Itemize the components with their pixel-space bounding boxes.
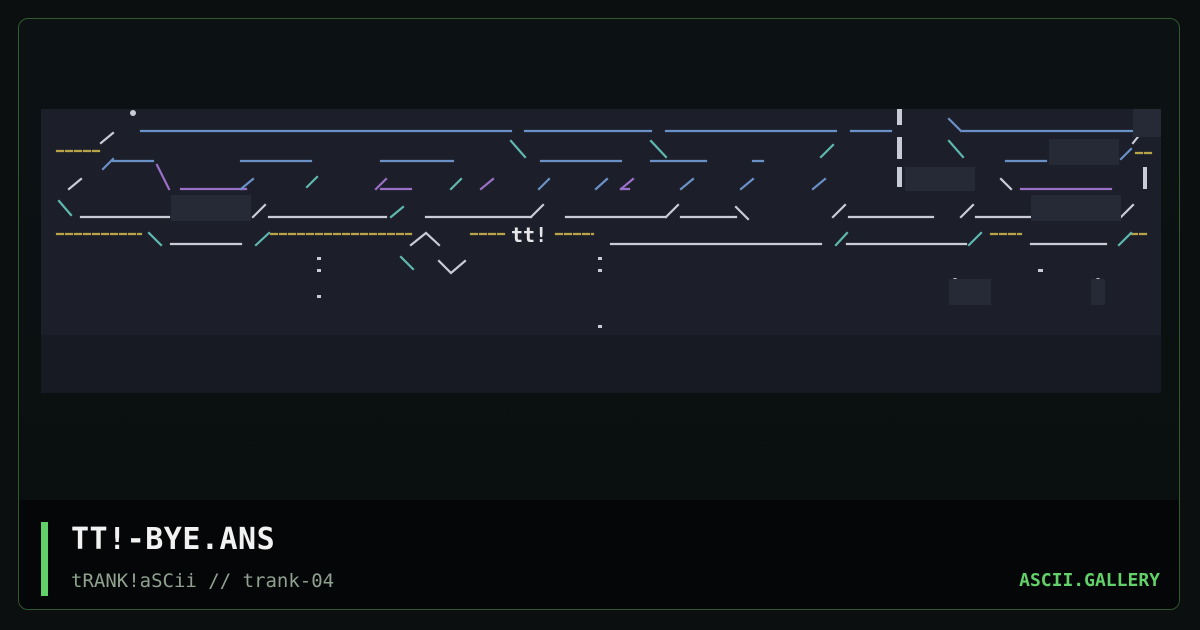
file-subtitle: tRANK!aSCii // trank-04 [71,570,335,592]
art-slashes-purple [155,163,635,191]
art-line-yellow-top [55,149,1155,155]
art-slashes-cyan [57,139,1133,271]
art-slashes-white [67,131,1143,275]
artwork-lower-band [41,335,1161,393]
art-embedded-text: tt! [511,223,547,247]
file-title: TT!-BYE.ANS [71,522,276,557]
art-slashes-blue [101,117,1133,191]
art-dots [130,109,1147,328]
accent-bar [41,522,48,596]
ascii-art-lines: tt! [55,109,1161,328]
card-footer: TT!-BYE.ANS tRANK!aSCii // trank-04 ASCI… [19,500,1179,609]
preview-card: tt! TT!-BYE.ANS tRANK!aSCii // trank-04 … [18,18,1180,610]
site-name: ASCII.GALLERY [1019,570,1160,591]
ascii-artwork: tt! [41,109,1161,393]
art-blocks [171,109,1161,305]
